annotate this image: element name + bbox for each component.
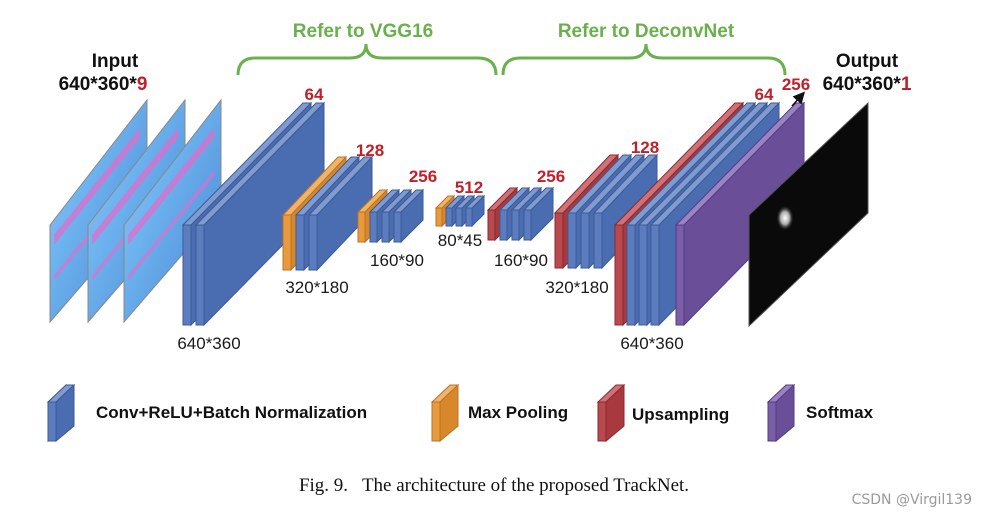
legend-label-softmax: Softmax bbox=[806, 403, 874, 422]
output-dims-prefix: 640*360* bbox=[823, 74, 902, 95]
legend-item-upsample: Upsampling bbox=[596, 383, 729, 443]
output-dims-channels: 1 bbox=[901, 74, 912, 95]
legend-item-softmax: Softmax bbox=[766, 383, 874, 443]
conv-block-4c bbox=[464, 194, 486, 228]
conv-block-2b bbox=[307, 155, 374, 272]
legend-label-pool: Max Pooling bbox=[468, 403, 568, 422]
conv-block-5c bbox=[522, 186, 555, 242]
input-dims-channels: 9 bbox=[137, 74, 148, 95]
legend-swatch-softmax bbox=[767, 401, 777, 442]
legend-label-conv: Conv+ReLU+Batch Normalization bbox=[96, 403, 367, 422]
layer-blocks bbox=[181, 101, 806, 327]
deconvnet-bracket bbox=[501, 43, 787, 76]
stage-2-channels: 128 bbox=[356, 141, 384, 160]
input-frame-3 bbox=[123, 98, 222, 324]
figure-caption: Fig. 9. The architecture of the proposed… bbox=[299, 475, 689, 496]
stage-1-size: 640*360 bbox=[177, 334, 240, 353]
stage-7-size: 640*360 bbox=[620, 334, 683, 353]
stage-7-channels: 64 bbox=[755, 85, 774, 104]
conv-block-1b bbox=[194, 101, 326, 327]
input-dims: 640*360*9 bbox=[59, 74, 148, 95]
softmax-channels: 256 bbox=[782, 75, 810, 94]
stage-5-size: 160*90 bbox=[494, 251, 548, 270]
stage-3-channels: 256 bbox=[409, 167, 437, 186]
stage-6-size: 320*180 bbox=[545, 278, 608, 297]
stage-6-channels: 128 bbox=[631, 138, 659, 157]
legend-item-conv: Conv+ReLU+Batch Normalization bbox=[46, 383, 367, 443]
vgg16-bracket bbox=[236, 43, 498, 76]
vgg16-label: Refer to VGG16 bbox=[293, 21, 433, 42]
stage-4-size: 80*45 bbox=[438, 231, 482, 250]
output-dims: 640*360*1 bbox=[823, 74, 912, 95]
watermark: CSDN @Virgil139 bbox=[852, 492, 972, 508]
stage-1-channels: 64 bbox=[305, 85, 324, 104]
legend-label-upsample: Upsampling bbox=[632, 405, 729, 424]
legend-swatch-pool bbox=[431, 401, 441, 442]
legend-item-pool: Max Pooling bbox=[430, 383, 568, 443]
output-label: Output bbox=[836, 51, 899, 72]
output-heatmap bbox=[748, 101, 869, 328]
conv-block-3c bbox=[392, 188, 425, 244]
shuttlecock-blob bbox=[776, 205, 794, 231]
input-frames bbox=[49, 98, 222, 324]
softmax-arrow bbox=[791, 91, 806, 107]
stage-4-channels: 512 bbox=[455, 178, 483, 197]
stage-2-size: 320*180 bbox=[285, 278, 348, 297]
input-dims-prefix: 640*360* bbox=[59, 74, 138, 95]
stage-5-channels: 256 bbox=[537, 167, 565, 186]
legend: Conv+ReLU+Batch Normalization Max Poolin… bbox=[46, 383, 874, 443]
input-label: Input bbox=[92, 51, 139, 72]
deconvnet-label: Refer to DeconvNet bbox=[558, 21, 735, 42]
stage-3-size: 160*90 bbox=[370, 251, 424, 270]
legend-swatch-upsample bbox=[597, 401, 607, 442]
